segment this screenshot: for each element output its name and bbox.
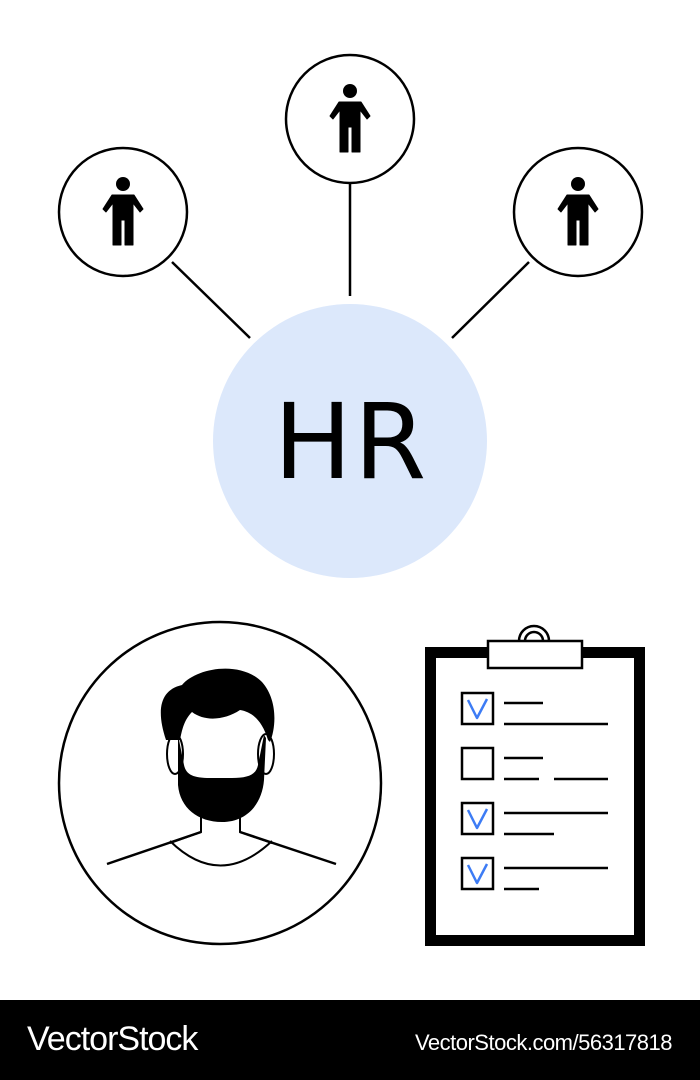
stock-url-text: VectorStock.com/56317818 [414, 1030, 673, 1055]
checklist-item-3 [460, 801, 608, 836]
person-node-left [57, 146, 189, 278]
connector-lines [171, 184, 530, 339]
checkmark-icon [466, 698, 489, 720]
person-icon [102, 177, 144, 246]
watermark-footer: VectorStock VectorStock.com/56317818 [0, 1000, 700, 1080]
brand-logo-text: VectorStock [27, 1020, 198, 1058]
checklist-item-1 [460, 691, 608, 726]
checklist-item-2 [460, 746, 608, 781]
hr-label: HR [273, 381, 429, 503]
bearded-man-avatar-icon [57, 620, 383, 946]
clipboard-checklist-icon [425, 624, 645, 946]
checkmark-icon [466, 863, 489, 885]
hr-center-circle [213, 304, 487, 578]
checklist-item-4 [460, 856, 608, 891]
person-icon [557, 177, 599, 246]
person-icon [329, 84, 371, 153]
person-node-right [512, 146, 644, 278]
checkmark-icon [466, 808, 489, 830]
person-node-top [284, 53, 416, 185]
hr-illustration: HR [57, 53, 645, 946]
